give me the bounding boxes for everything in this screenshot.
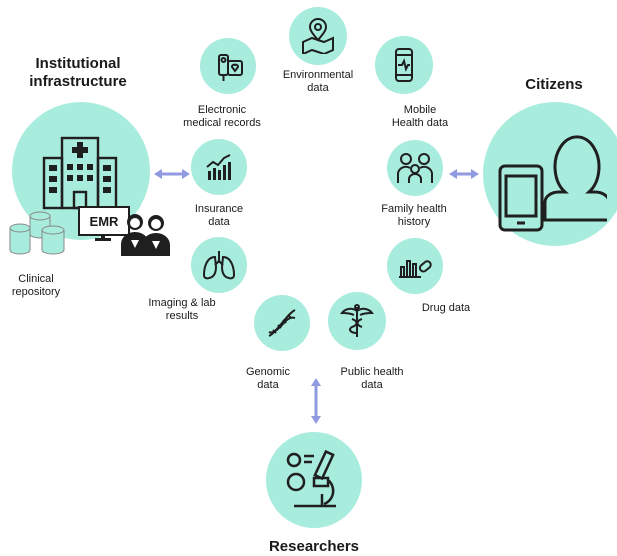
drug-data-circle (387, 238, 443, 294)
clinical-repository-label: Clinical repository (12, 273, 60, 299)
vertical-double-arrow (311, 378, 321, 424)
mobile-label-line1: Mobile (403, 104, 437, 116)
lungs-icon (202, 251, 236, 280)
public-label-line1: Public health (340, 366, 404, 378)
mobile-health-label: Mobile Health data (392, 104, 448, 130)
mobile-label-line2: Health data (391, 117, 449, 129)
insurance-label-line1: Insurance (194, 203, 244, 215)
imaging-label-line2: results (165, 310, 199, 322)
public-health-label: Public health data (341, 366, 404, 392)
citizens-title: Citizens (525, 76, 583, 93)
emr-sign: EMR (89, 213, 119, 229)
genomic-data-label: Genomic data (246, 366, 290, 392)
institutional-title: Institutional infrastructure (29, 55, 127, 91)
caduceus-icon (340, 304, 374, 337)
institutional-title-line2: infrastructure (29, 73, 127, 90)
family-icon (397, 153, 433, 183)
microscope-icon (286, 449, 336, 508)
imaging-lab-label: Imaging & lab results (148, 297, 215, 323)
public-health-circle (328, 292, 386, 350)
mobile-phone-icon (395, 48, 413, 82)
clinical-label-line1: Clinical (18, 273, 54, 285)
imaging-label-line1: Imaging & lab (148, 297, 216, 309)
map-pin-icon (302, 18, 334, 54)
database-icon (9, 211, 65, 255)
drug-data-label: Drug data (421, 302, 471, 314)
genomic-data-circle (254, 295, 310, 351)
environmental-label-line1: Environmental (282, 69, 354, 81)
environmental-data-circle (289, 7, 347, 65)
public-label-line2: data (361, 379, 383, 391)
insurance-label-line2: data (208, 216, 230, 228)
insurance-data-label: Insurance data (195, 203, 243, 229)
family-label-line1: Family health (381, 203, 447, 215)
medical-device-icon (218, 54, 243, 81)
mobile-health-circle (375, 36, 433, 94)
environmental-label-line2: data (307, 82, 329, 94)
citizen-phone-icon (498, 135, 607, 232)
institutional-title-line1: Institutional (35, 55, 121, 72)
insurance-data-circle (191, 139, 247, 195)
family-history-label: Family health history (381, 203, 446, 229)
environmental-data-label: Environmental data (283, 69, 353, 95)
growth-chart-icon (206, 154, 231, 180)
imaging-lab-circle (191, 237, 247, 293)
emr-data-circle (200, 38, 256, 94)
doctors-icon (121, 214, 170, 256)
dna-icon (268, 309, 296, 337)
emr-data-label: Electronic medical records (183, 104, 261, 130)
clinical-label-line2: repository (11, 286, 61, 298)
pill-chart-icon (399, 260, 432, 278)
researchers-title: Researchers (268, 538, 360, 555)
family-label-line2: history (397, 216, 431, 228)
left-double-arrow (154, 169, 190, 179)
right-double-arrow (449, 169, 479, 179)
emr-label-line1: Electronic (197, 104, 247, 116)
family-history-circle (387, 140, 443, 196)
hospital-icon (42, 136, 118, 210)
genomic-label-line1: Genomic (245, 366, 291, 378)
genomic-label-line2: data (257, 379, 279, 391)
monitor-stand-icon (95, 234, 111, 241)
emr-label-line2: medical records (183, 117, 261, 129)
